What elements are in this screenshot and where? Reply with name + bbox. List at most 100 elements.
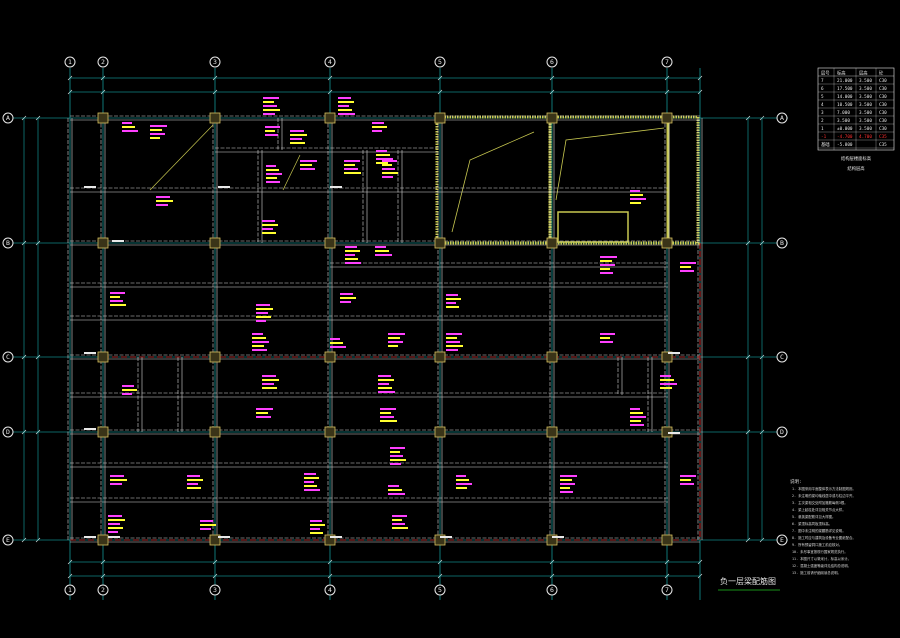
beam-label-mark [262, 375, 276, 377]
axis-bubble-circle [209, 584, 221, 596]
axis-bubble-circle [776, 534, 788, 546]
beam-label-mark [110, 304, 126, 306]
beam-label [375, 246, 392, 256]
elevation-table-header-cell: 标高 [837, 70, 846, 77]
elevation-table-header-cell: 层号 [821, 71, 830, 77]
beam-label-mark [446, 345, 463, 347]
elevation-table-cell: -4.700 [837, 134, 853, 140]
beam-label-mark [200, 520, 213, 522]
beam-label-mark [344, 160, 360, 162]
beam-label [390, 447, 406, 465]
beam-tag-mark [84, 536, 96, 538]
beam-label-mark [630, 420, 641, 422]
axis-bubble-circle [434, 584, 446, 596]
beam-label [150, 125, 167, 139]
beam-label-mark [156, 204, 168, 206]
beam-label-mark [344, 172, 361, 174]
beam-label-mark [376, 158, 393, 160]
beam-label-mark [262, 379, 279, 381]
note-line: 12. 混凝土强度等级详见结构总说明。 [792, 563, 851, 568]
beam-label-mark [338, 97, 351, 99]
drawing-title: 负一层梁配筋图 [720, 576, 776, 586]
beam-label-mark [108, 523, 120, 525]
beam-label-mark [263, 101, 274, 103]
beam-tag-mark [112, 240, 124, 242]
note-line: 5. 悬挑梁配筋详见大样图。 [792, 514, 835, 519]
axis-bubble-2: 2 [97, 584, 109, 596]
beam-label-mark [382, 160, 397, 162]
column [209, 237, 221, 249]
elevation-table-cell: 10.500 [837, 102, 853, 108]
elevation-table-cell: -1 [821, 134, 827, 140]
beam-label-mark [290, 134, 307, 136]
beam-label-mark [108, 519, 125, 521]
beam-label-mark [340, 297, 356, 299]
column [546, 426, 558, 438]
beam-label-mark [446, 349, 458, 351]
column [546, 351, 558, 363]
beam-label-mark [187, 487, 201, 489]
axis-bubble-2: 2 [97, 56, 109, 68]
beam-label-mark [265, 134, 278, 136]
beam-label-mark [310, 532, 323, 534]
beam-label [392, 515, 408, 529]
axis-bubble-label: D [6, 428, 10, 436]
beam-label-mark [263, 113, 275, 115]
beam-label-mark [187, 483, 198, 485]
axis-bubble-circle [776, 112, 788, 124]
column [661, 534, 673, 546]
note-line: 3. 主次梁相交处附加箍筋每侧3根。 [792, 500, 848, 505]
axis-bubble-circle [324, 56, 336, 68]
elevation-table-cell: 3.500 [859, 102, 872, 108]
axis-bubble-6: 6 [546, 56, 558, 68]
elevation-table-cell: 3.500 [859, 126, 872, 132]
beam-label-mark [382, 176, 393, 178]
beam-label-mark [378, 379, 394, 381]
axis-bubble-label: 6 [550, 58, 554, 66]
axis-bubble-circle [97, 584, 109, 596]
beam-lines [67, 115, 703, 543]
beam-label-mark [266, 173, 282, 175]
column [97, 237, 109, 249]
elevation-table-cell: 17.500 [837, 86, 853, 92]
beam-label-mark [630, 412, 643, 414]
axis-bubble-row-3: C [2, 351, 14, 363]
column [546, 237, 558, 249]
beam-label [338, 97, 355, 115]
columns [97, 112, 673, 546]
beam-label [456, 475, 472, 489]
elevation-table-cell: 3.500 [859, 78, 872, 84]
elevation-table-cell: C35 [879, 142, 887, 148]
beam-label-mark [378, 383, 389, 385]
beam-label-mark [630, 416, 646, 418]
drawing-title-block: 负一层梁配筋图 [718, 576, 780, 591]
elevation-table-cell: 7.000 [837, 110, 850, 116]
axis-bubble-label: 4 [328, 58, 332, 66]
beam-label-mark [456, 483, 472, 485]
beam-label [108, 515, 125, 533]
beam-label-mark [310, 520, 322, 522]
column [324, 237, 336, 249]
beam-label-mark [382, 164, 392, 166]
beam-label-mark [376, 162, 388, 164]
note-line: 13. 施工前请仔细阅读总说明。 [792, 570, 841, 575]
beam-label-mark [446, 341, 460, 343]
axis-bubble-label: 3 [213, 58, 217, 66]
beam-label-mark [560, 491, 573, 493]
beam-label [300, 160, 317, 170]
beam-label-mark [388, 341, 403, 343]
beam-label-mark [376, 150, 387, 152]
note-line: 8. 施工时应与建筑及设备专业图纸配合。 [792, 535, 856, 540]
elevation-table-cell: 1 [821, 126, 824, 132]
beam-label-mark [600, 256, 617, 258]
axis-bubble-5: 5 [434, 56, 446, 68]
beam-label-mark [456, 475, 466, 477]
beam-label [388, 333, 405, 347]
beam-label-mark [382, 168, 395, 170]
beam-label-mark [330, 346, 346, 348]
note-line: 7. 图中未注明的梁腰筋详见说明。 [792, 528, 846, 533]
